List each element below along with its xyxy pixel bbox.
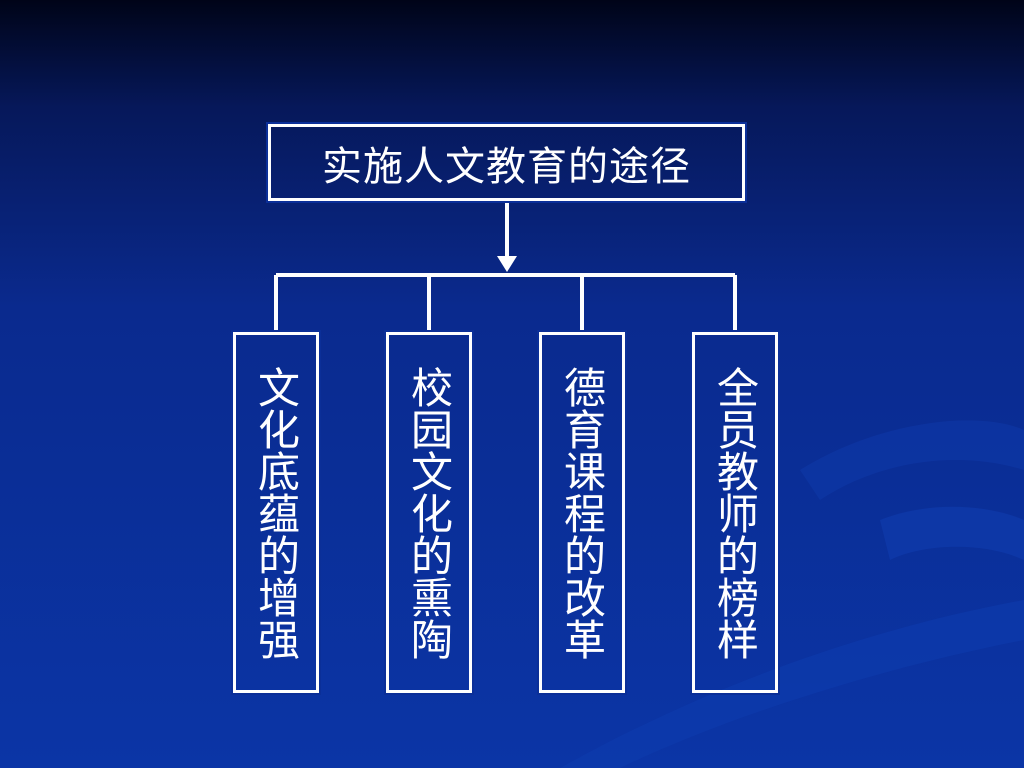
- root-node: 实施人文教育的途径: [266, 122, 747, 203]
- child-node-1: 文化底蕴的增强: [231, 330, 321, 695]
- child-node-label: 德育课程的改革: [557, 365, 607, 660]
- child-node-label: 校园文化的熏陶: [404, 365, 454, 660]
- child-node-3: 德育课程的改革: [537, 330, 627, 695]
- arrow-down-icon: [497, 256, 517, 272]
- child-node-label: 文化底蕴的增强: [251, 365, 301, 660]
- child-node-4: 全员教师的榜样: [690, 330, 780, 695]
- child-node-label: 全员教师的榜样: [710, 365, 760, 660]
- root-node-label: 实施人文教育的途径: [322, 143, 691, 190]
- child-node-2: 校园文化的熏陶: [384, 330, 474, 695]
